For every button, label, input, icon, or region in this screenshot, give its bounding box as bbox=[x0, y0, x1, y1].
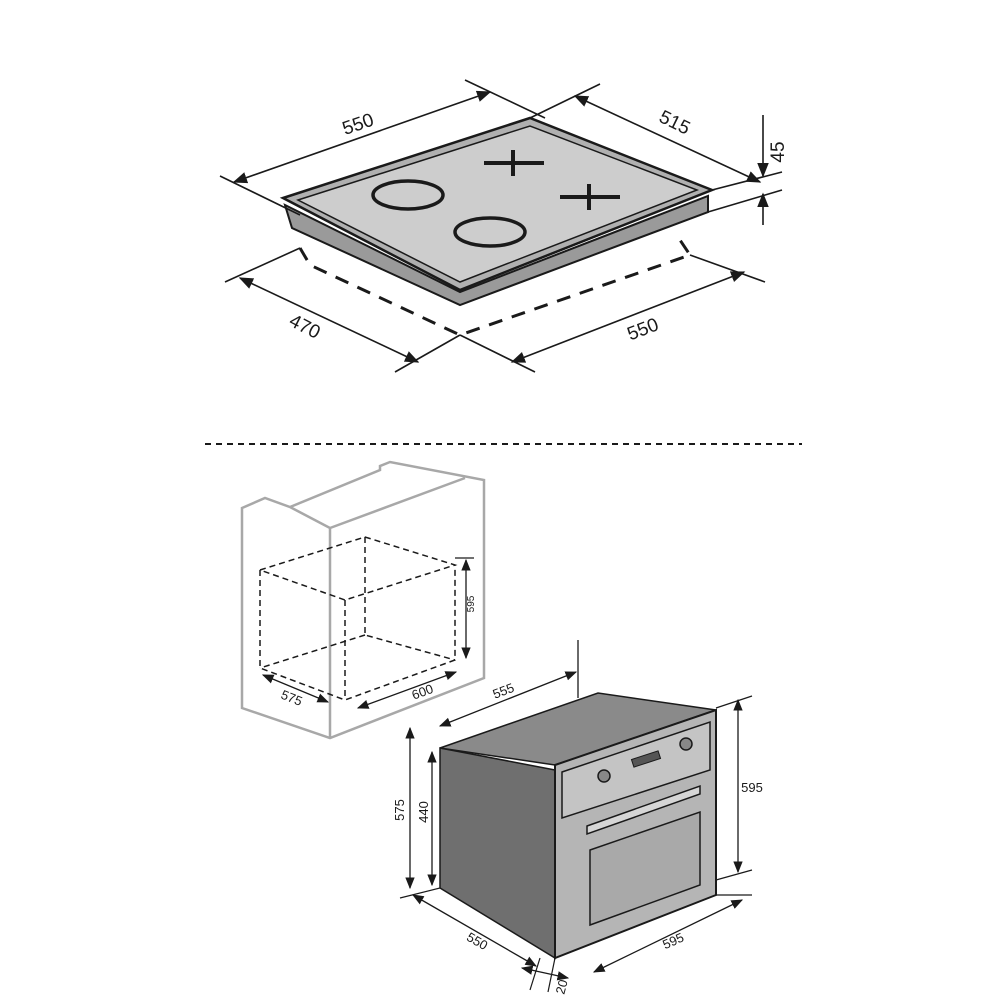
oven-thickness-label: 20 bbox=[553, 978, 571, 996]
hob-depth-label: 515 bbox=[656, 107, 694, 140]
hob-drawing: 550 515 45 470 550 bbox=[219, 79, 789, 373]
hob-height-extension-top bbox=[711, 171, 783, 191]
hob-depth-extension-front bbox=[529, 83, 601, 119]
niche-width-label: 600 bbox=[410, 681, 436, 703]
cutout-extension-front bbox=[394, 334, 461, 373]
cutout-extension-front-2 bbox=[459, 334, 536, 373]
knob-icon bbox=[679, 737, 693, 751]
oven-width-label: 595 bbox=[660, 930, 686, 953]
oven-front-height-extension-bottom bbox=[715, 869, 753, 881]
hob-width-extension-right bbox=[464, 79, 546, 119]
oven-depth-dimension-line bbox=[411, 894, 538, 967]
cutout-depth-dimension-line bbox=[238, 277, 420, 363]
oven-inner-height-label: 440 bbox=[416, 801, 431, 823]
oven-front-height-label: 595 bbox=[741, 780, 763, 795]
niche-drawing: 595 575 600 bbox=[240, 460, 486, 740]
hob-width-label: 550 bbox=[340, 110, 377, 140]
cross-burner-icon bbox=[484, 150, 544, 176]
cutout-width-dimension-line bbox=[510, 271, 746, 363]
niche-box bbox=[257, 536, 458, 701]
hob-width-dimension-line bbox=[232, 90, 492, 184]
oven-drawing: 555 595 575 440 550 595 20 bbox=[392, 640, 763, 996]
cabinet-outline bbox=[240, 460, 486, 740]
hob-depth-dimension-line bbox=[573, 95, 762, 183]
hob-height-extension-bottom bbox=[707, 189, 783, 213]
oven-control-panel bbox=[561, 720, 711, 820]
hob-height-label: 45 bbox=[768, 141, 789, 162]
knob-icon bbox=[597, 769, 611, 783]
niche-depth-dimension-line bbox=[261, 674, 330, 703]
display-icon bbox=[630, 750, 662, 768]
ring-burner-icon bbox=[453, 216, 527, 248]
cutout-width-label: 550 bbox=[624, 314, 661, 345]
niche-height-label: 595 bbox=[466, 595, 477, 612]
hob-cutout-outline bbox=[298, 239, 693, 337]
oven-top-depth-dimension-line bbox=[438, 671, 578, 727]
oven-thickness-dimension-line bbox=[520, 965, 570, 981]
cutout-extension-left bbox=[224, 247, 301, 283]
oven-side-height-label: 575 bbox=[392, 799, 407, 821]
cutout-extension-right bbox=[689, 254, 766, 283]
oven-top-depth-label: 555 bbox=[491, 680, 517, 702]
oven-width-dimension-line bbox=[592, 899, 744, 973]
cross-burner-icon bbox=[560, 184, 620, 210]
oven-front-height-extension-top bbox=[715, 695, 753, 709]
oven-depth-label: 550 bbox=[464, 929, 490, 953]
oven-depth-extension bbox=[399, 887, 441, 899]
oven-window bbox=[589, 810, 701, 927]
oven-side bbox=[439, 747, 556, 960]
oven-handle bbox=[586, 784, 701, 836]
